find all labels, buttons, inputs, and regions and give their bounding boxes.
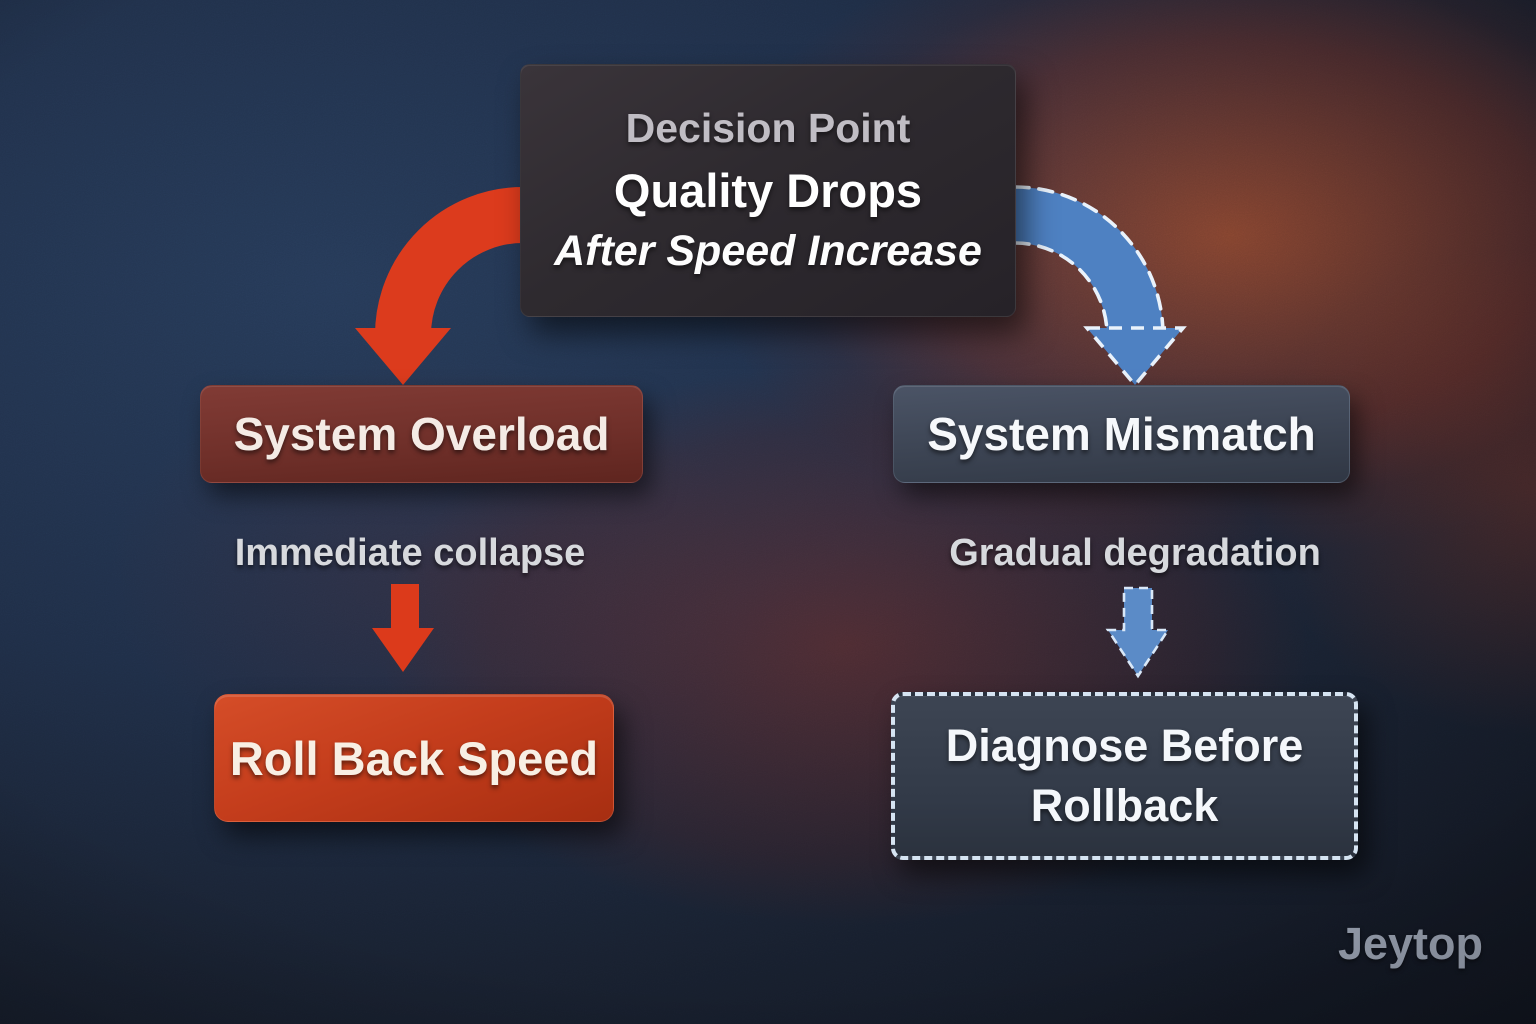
node-label: System Mismatch	[927, 408, 1316, 460]
action-diagnose-before-rollback: Diagnose Before Rollback	[891, 692, 1358, 860]
decision-eyebrow: Decision Point	[625, 105, 911, 152]
action-roll-back-speed: Roll Back Speed	[214, 694, 614, 822]
node-system-mismatch: System Mismatch	[893, 385, 1350, 483]
note-gradual-degradation: Gradual degradation	[949, 532, 1321, 574]
note-immediate-collapse: Immediate collapse	[234, 532, 586, 574]
node-system-overload: System Overload	[200, 385, 643, 483]
decision-node: Decision Point Quality Drops After Speed…	[520, 64, 1016, 317]
node-label: System Overload	[233, 408, 610, 460]
watermark: Jeytop	[1337, 918, 1483, 969]
decision-title: Quality Drops	[613, 163, 923, 217]
action-label: Roll Back Speed	[229, 731, 599, 785]
decision-subtitle: After Speed Increase	[554, 226, 982, 275]
action-label: Diagnose Before Rollback	[945, 720, 1304, 831]
